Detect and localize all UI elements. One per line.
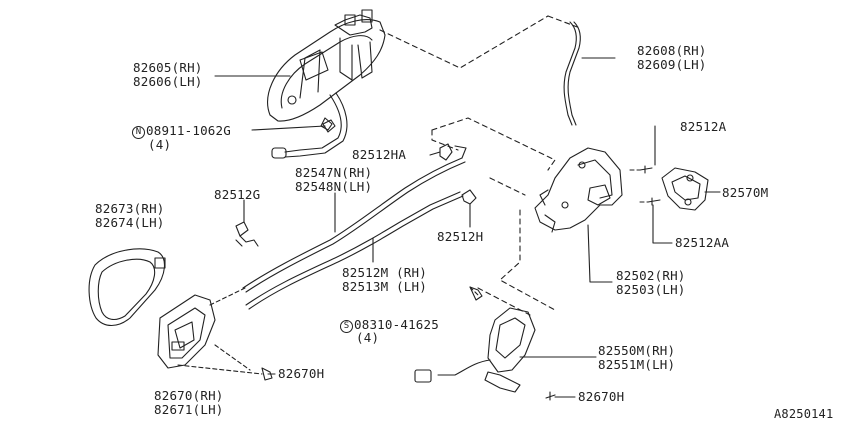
- dashed-leader-lines: [177, 169, 649, 375]
- label-82512m: 82512M (RH): [342, 265, 427, 280]
- actuator-drawing: [414, 307, 536, 393]
- label-82670: 82670(RH): [154, 388, 224, 403]
- inside-handle-drawing: [157, 294, 216, 369]
- label-82502: 82502(RH): [616, 268, 686, 283]
- label-82671: 82671(LH): [154, 402, 224, 417]
- label-82512h: 82512H: [437, 229, 484, 244]
- label-82670h-upper: 82670H: [278, 366, 325, 381]
- n-symbol-icon: N: [132, 126, 145, 139]
- outside-handle-drawing: [267, 9, 386, 159]
- striker-drawing: [661, 167, 709, 211]
- label-08310-qty: (4): [356, 330, 380, 345]
- reference-code: A8250141: [774, 407, 834, 421]
- screw-drawing: [261, 119, 661, 401]
- door-lock-drawing: [534, 147, 623, 233]
- label-82605: 82605(RH): [133, 60, 203, 75]
- dashed-assembly-outline: [379, 15, 581, 316]
- label-82670h-lower: 82670H: [578, 389, 625, 404]
- label-82512g: 82512G: [214, 187, 261, 202]
- clip-drawing: [235, 143, 477, 247]
- label-82673: 82673(RH): [95, 201, 165, 216]
- label-82513m: 82513M (LH): [342, 279, 427, 294]
- inside-handle-bezel-drawing: [88, 248, 166, 327]
- s-symbol-icon: S: [340, 320, 353, 333]
- label-08911-qty: (4): [148, 137, 172, 152]
- label-82547n: 82547N(RH): [295, 165, 373, 180]
- label-82548n: 82548N(LH): [295, 179, 373, 194]
- label-82503: 82503(LH): [616, 282, 686, 297]
- label-82570m: 82570M: [722, 185, 769, 200]
- label-08911-part: 08911-1062G: [146, 123, 231, 138]
- label-82609: 82609(LH): [637, 57, 707, 72]
- long-rod-drawing: [242, 145, 467, 310]
- label-82608: 82608(RH): [637, 43, 707, 58]
- label-82550m: 82550M(RH): [598, 343, 676, 358]
- label-82674: 82674(LH): [95, 215, 165, 230]
- leader-lines: [214, 57, 721, 398]
- label-82512a: 82512A: [680, 119, 727, 134]
- label-82512aa: 82512AA: [675, 235, 730, 250]
- label-82551m: 82551M(LH): [598, 357, 676, 372]
- label-08310-part: 08310-41625: [354, 317, 439, 332]
- label-82512ha: 82512HA: [352, 147, 407, 162]
- rod-drawing: [563, 21, 581, 126]
- label-82606: 82606(LH): [133, 74, 203, 89]
